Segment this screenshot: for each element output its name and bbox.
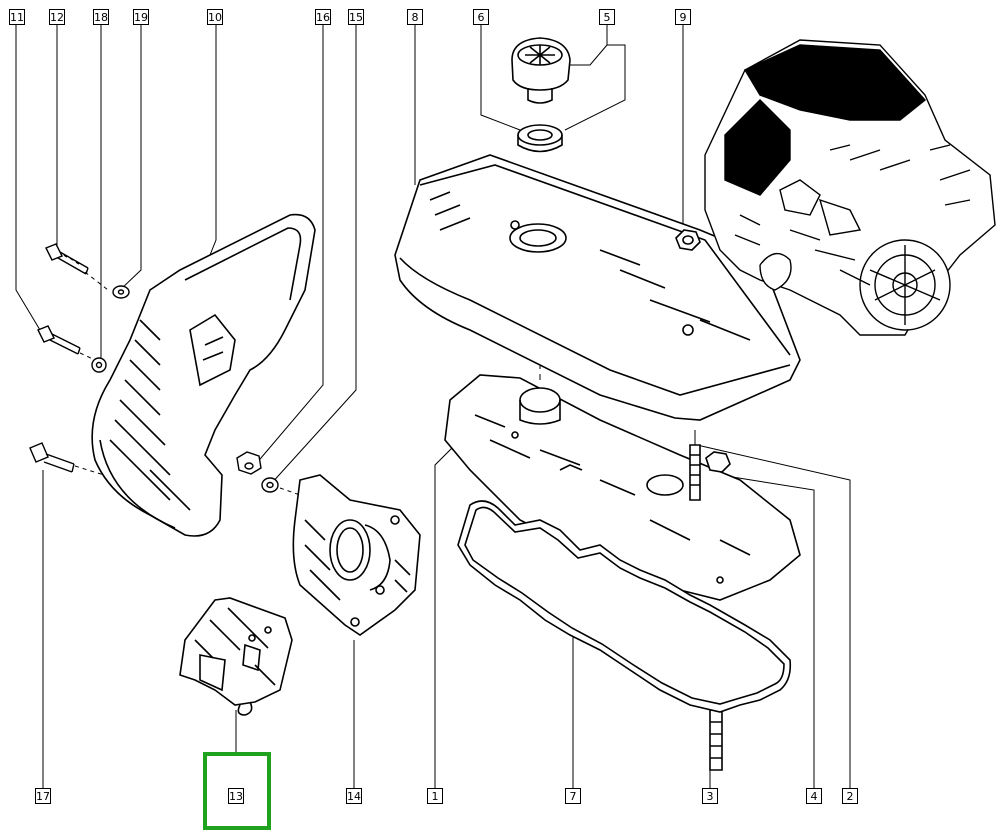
bracket xyxy=(179,597,293,716)
nut xyxy=(705,451,731,473)
callout-label: 3 xyxy=(702,788,718,804)
bolt-icon xyxy=(29,442,75,473)
callout-label: 13 xyxy=(228,788,244,804)
callout-label: 1 xyxy=(427,788,443,804)
callout-label: 6 xyxy=(473,9,489,25)
callout-label: 8 xyxy=(407,9,423,25)
valve-cover xyxy=(394,154,801,421)
callout-label: 9 xyxy=(675,9,691,25)
callout-label: 4 xyxy=(806,788,822,804)
callout-label: 2 xyxy=(842,788,858,804)
callout-label: 11 xyxy=(9,9,25,25)
engine xyxy=(704,39,996,336)
timing-cover xyxy=(91,213,316,537)
callout-label: 12 xyxy=(49,9,65,25)
callout-label: 14 xyxy=(346,788,362,804)
callout-label: 18 xyxy=(93,9,109,25)
callout-label: 10 xyxy=(207,9,223,25)
callout-label: 5 xyxy=(599,9,615,25)
oil-filler-cap xyxy=(511,37,571,104)
bolt-icon xyxy=(37,325,81,355)
callout-label: 19 xyxy=(133,9,149,25)
nut xyxy=(675,229,701,251)
baffle xyxy=(444,374,801,601)
cap-seal xyxy=(517,124,563,153)
washer-icon xyxy=(91,285,279,493)
stud xyxy=(689,444,701,501)
nut xyxy=(236,451,262,475)
callout-label: 7 xyxy=(565,788,581,804)
housing xyxy=(292,474,421,636)
callout-label: 16 xyxy=(315,9,331,25)
gasket xyxy=(457,500,792,713)
bolt-icon xyxy=(45,243,89,275)
callout-label: 15 xyxy=(348,9,364,25)
highlight-box xyxy=(203,752,271,830)
callout-label: 17 xyxy=(35,788,51,804)
